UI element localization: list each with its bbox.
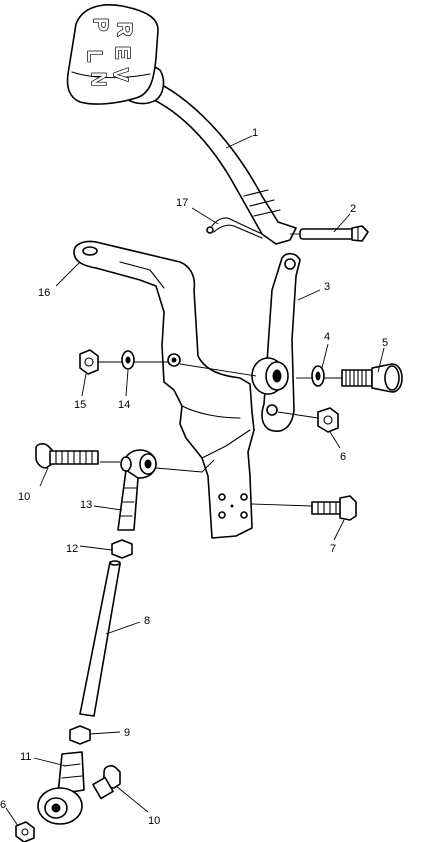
callout-11: 11: [20, 751, 31, 763]
bolt-part-10-upper: [35, 443, 99, 469]
callout-6-lower: 6: [0, 799, 6, 811]
nut-part-6-upper: [317, 407, 339, 433]
callout-16: 16: [38, 287, 50, 299]
bolt-part-5: [341, 363, 403, 393]
shift-lever-part-1: P R L N E V: [66, 4, 297, 245]
callout-6-upper: 6: [340, 451, 346, 463]
leader-lines: [5, 135, 385, 827]
jam-nut-part-9: [69, 725, 91, 745]
bolt-part-10-lower: [92, 765, 121, 800]
callout-10-upper: 10: [18, 491, 30, 503]
callout-7: 7: [330, 543, 336, 555]
knob-letter-v: V: [109, 68, 131, 82]
callout-13: 13: [80, 499, 92, 511]
washer-part-4: [311, 365, 325, 387]
knob-letter-n: N: [87, 72, 109, 86]
knob-letter-p: P: [89, 18, 111, 31]
knob-letter-r: R: [113, 22, 135, 37]
jam-nut-part-12: [111, 539, 133, 559]
callout-12: 12: [66, 543, 78, 555]
knob-letter-e: E: [111, 46, 133, 59]
nut-part-15: [79, 349, 99, 375]
washer-part-14: [121, 350, 135, 370]
callout-3: 3: [324, 281, 330, 293]
knob-letter-l: L: [83, 50, 105, 62]
mounting-bracket-part-16: [73, 240, 255, 539]
bolt-part-7: [311, 495, 357, 521]
ball-joint-part-13: [117, 449, 157, 531]
nut-part-6-lower: [15, 821, 35, 842]
rod-part-8: [79, 560, 121, 717]
clevis-pin-part-2: [290, 225, 369, 242]
ball-joint-part-11: [37, 751, 85, 825]
callout-2: 2: [350, 203, 356, 215]
callout-labels: 1 2 3 4 5 6 7 8 9 10 10 11 12 13 14 15 1…: [0, 127, 388, 827]
callout-15: 15: [74, 399, 86, 411]
assembly-centerlines: [98, 361, 342, 507]
callout-1: 1: [252, 127, 258, 139]
callout-10-lower: 10: [148, 815, 160, 827]
callout-5: 5: [382, 337, 388, 349]
callout-17: 17: [176, 197, 188, 209]
lever-arm-part-3: [251, 252, 301, 432]
callout-8: 8: [144, 615, 150, 627]
callout-14: 14: [118, 399, 130, 411]
cotter-pin-part-17: [206, 217, 263, 239]
callout-9: 9: [124, 727, 130, 739]
callout-4: 4: [324, 331, 330, 343]
